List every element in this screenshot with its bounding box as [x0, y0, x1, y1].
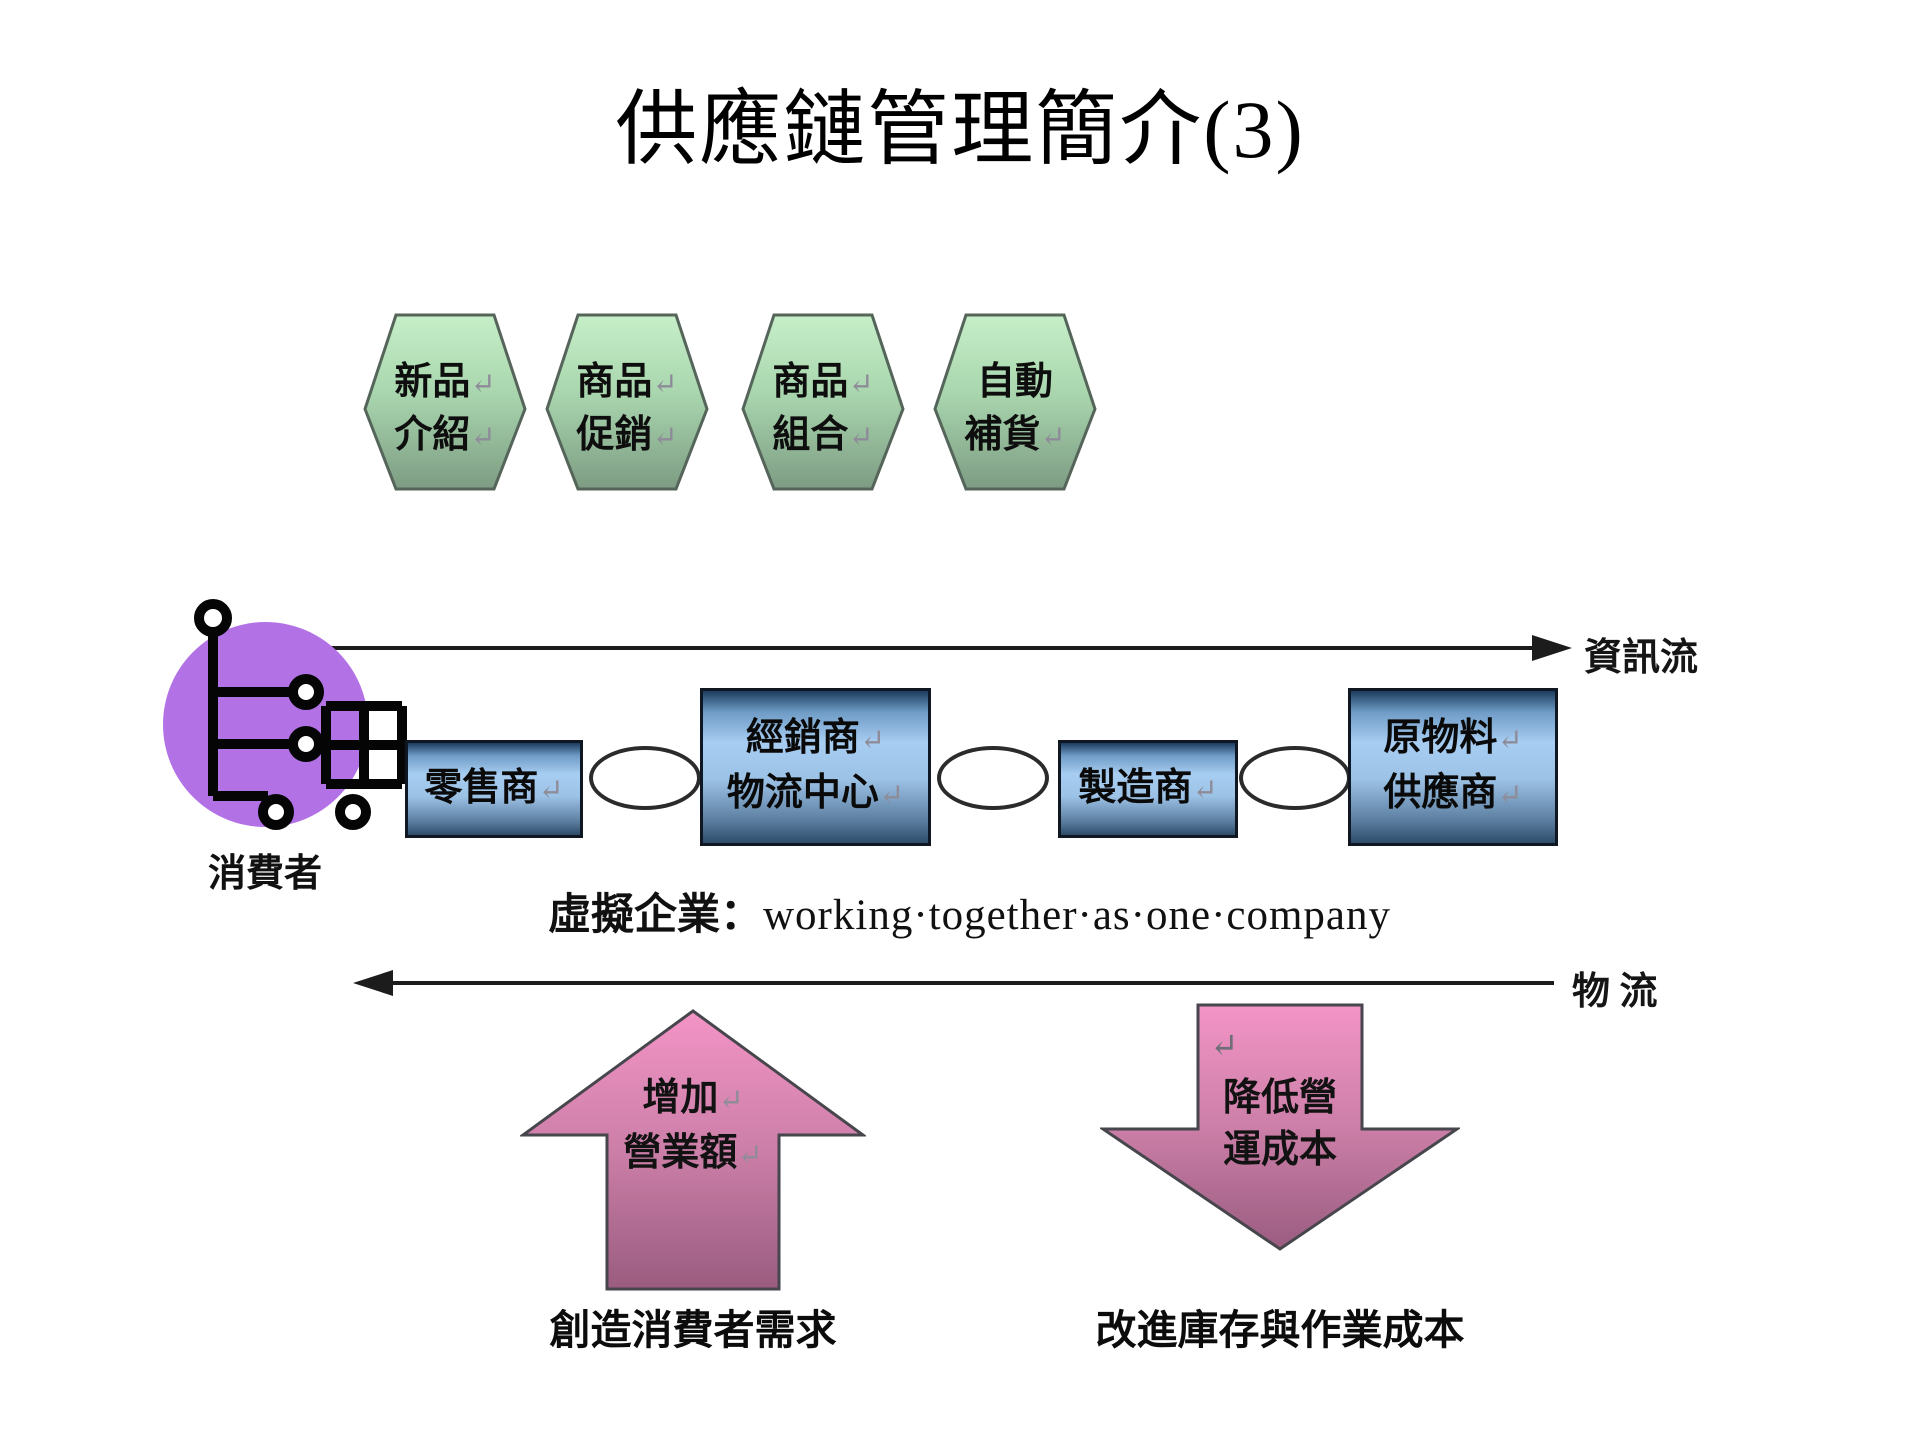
return-mark: ↵ — [848, 368, 874, 401]
hexagon-shape — [363, 313, 527, 491]
return-mark: ↵ — [1040, 421, 1066, 454]
return-mark: ↵ — [1192, 773, 1218, 807]
hexagon-product-mix: 商品↵ 組合↵ — [740, 312, 906, 492]
increase-revenue-label: 增加↵ 營業額↵ — [520, 1072, 866, 1182]
return-mark: ↵ — [538, 773, 564, 807]
hexagon-label: 自動 補貨↵ — [932, 312, 1098, 492]
return-mark: ↵ — [1497, 779, 1523, 812]
chain-box-label: 原物料 — [1383, 717, 1498, 759]
arrow-text-line: 運成本 — [1222, 1129, 1337, 1171]
return-mark: ↵ — [737, 1139, 763, 1172]
return-mark: ↵ — [470, 368, 496, 401]
hexagon-label: 商品↵ 組合↵ — [740, 312, 906, 492]
chain-box-label: 經銷商 — [745, 717, 860, 759]
return-mark: ↵ — [848, 421, 874, 454]
virtual-enterprise-text: 虛擬企業：working·together·as·one·company — [548, 880, 1391, 942]
hexagon-label: 新品↵ 介紹↵ — [362, 312, 528, 492]
arrow-text-line: 營業額 — [623, 1132, 738, 1174]
hexagon-line: 商品 — [772, 361, 849, 403]
reduce-cost-label: 降低營 運成本 — [1100, 1072, 1460, 1176]
hexagon-shape — [545, 313, 709, 491]
virtual-enterprise-english: working·together·as·one·company — [763, 892, 1392, 939]
return-mark: ↵ — [1210, 1028, 1239, 1065]
return-mark: ↵ — [470, 421, 496, 454]
chain-box-label: 零售商 — [424, 766, 539, 809]
slide-title: 供應鏈管理簡介(3) — [615, 84, 1305, 175]
improve-inventory-caption: 改進庫存與作業成本 — [1095, 1307, 1465, 1353]
hexagon-line: 介紹 — [394, 414, 471, 456]
hexagon-label: 商品↵ 促銷↵ — [544, 312, 710, 492]
hexagon-auto-replenishment: 自動 補貨↵ — [932, 312, 1098, 492]
shopping-cart-icon — [194, 599, 407, 830]
info-flow-label: 資訊流 — [1584, 637, 1699, 679]
chain-box-label: 物流中心 — [726, 772, 879, 814]
physical-flow-label: 物 流 — [1572, 971, 1658, 1013]
reduce-cost-arrow — [1100, 1003, 1460, 1251]
chain-box-supplier: 原物料↵ 供應商↵ — [1348, 688, 1558, 846]
hexagon-line: 商品 — [576, 361, 653, 403]
return-mark: ↵ — [859, 724, 886, 757]
chain-link-3 — [1239, 746, 1351, 810]
return-mark: ↵ — [652, 421, 678, 454]
hexagon-shape — [933, 313, 1097, 491]
chain-link-2 — [937, 746, 1049, 810]
increase-revenue-arrow — [520, 1009, 866, 1291]
hexagon-shape — [741, 313, 905, 491]
chain-box-distributor: 經銷商↵ 物流中心↵ — [700, 688, 931, 846]
physical-flow-arrow — [353, 970, 1554, 996]
chain-box-label: 供應商 — [1383, 772, 1498, 814]
hexagon-new-product-intro: 新品↵ 介紹↵ — [362, 312, 528, 492]
hexagon-line: 促銷 — [576, 414, 653, 456]
return-mark: ↵ — [652, 368, 678, 401]
return-mark: ↵ — [718, 1084, 744, 1117]
consumer-label: 消費者 — [207, 853, 322, 895]
return-mark: ↵ — [878, 779, 905, 812]
chain-box-retailer: 零售商↵ — [405, 740, 583, 838]
hexagon-line: 補貨 — [964, 414, 1041, 456]
return-mark: ↵ — [1497, 724, 1523, 757]
chain-link-1 — [589, 746, 701, 810]
create-demand-caption: 創造消費者需求 — [549, 1307, 837, 1353]
chain-box-manufacturer: 製造商↵ — [1058, 740, 1238, 838]
arrow-text-line: 降低營 — [1222, 1077, 1337, 1119]
arrow-text-line: 增加 — [642, 1077, 719, 1119]
hexagon-line: 組合 — [772, 414, 849, 456]
virtual-enterprise-cjk: 虛擬企業： — [548, 892, 763, 939]
info-flow-arrow — [287, 635, 1572, 661]
hexagon-line: 自動 — [976, 361, 1053, 403]
hexagon-line: 新品 — [394, 361, 471, 403]
hexagon-product-promotion: 商品↵ 促銷↵ — [544, 312, 710, 492]
chain-box-label: 製造商 — [1078, 766, 1193, 809]
